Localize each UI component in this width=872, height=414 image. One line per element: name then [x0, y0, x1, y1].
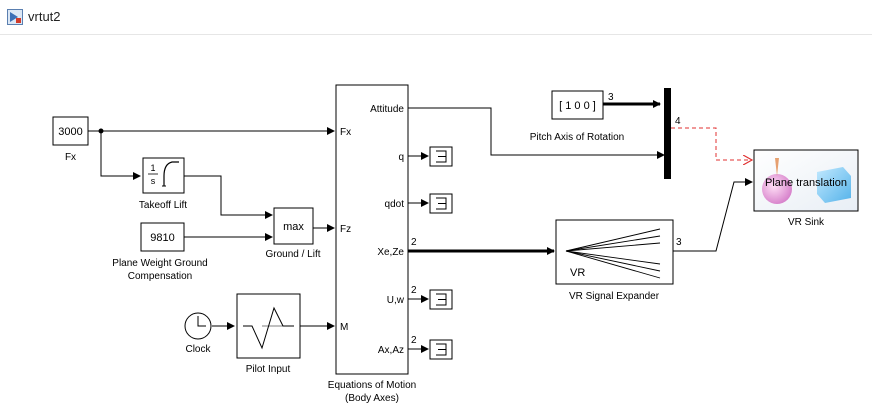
takeoff-lift-label: Takeoff Lift: [139, 200, 187, 211]
fx-constant-block[interactable]: 3000 Fx: [52, 116, 89, 163]
pitch-axis-block[interactable]: [ 1 0 0 ] Pitch Axis of Rotation: [530, 90, 625, 143]
weight-constant-value: 9810: [150, 232, 174, 244]
weight-label-line2: Compensation: [128, 271, 192, 282]
terminator-qdot[interactable]: [429, 193, 453, 214]
cube-icon: [817, 167, 851, 203]
takeoff-lift-block[interactable]: 1 s Takeoff Lift: [139, 157, 187, 211]
vr-signal-expander-block[interactable]: VR VR Signal Expander: [555, 219, 674, 302]
plane-blob-icon: [762, 174, 792, 204]
port-out-q: q: [398, 152, 404, 163]
equations-of-motion-block[interactable]: Fx Fz M Attitude q qdot Xe,Ze U,w Ax,Az …: [328, 84, 416, 404]
port-in-m: M: [340, 322, 348, 333]
port-out-qdot: qdot: [385, 199, 405, 210]
width-expander-out: 3: [676, 237, 682, 248]
port-out-uw: U,w: [387, 295, 405, 306]
vr-signal-expander-label: VR Signal Expander: [569, 291, 660, 302]
vr-sink-label: VR Sink: [788, 217, 825, 228]
block-diagram[interactable]: 3000 Fx 1 s Takeoff Lift 9810 Plane Weig…: [0, 35, 872, 409]
eom-label-line1: Equations of Motion: [328, 380, 416, 391]
terminator-q[interactable]: [429, 146, 453, 167]
line-fx-to-takeoff: [100, 131, 141, 180]
title-bar: vrtut2: [0, 0, 872, 35]
vr-sink-inner-text: Plane translation: [765, 177, 847, 189]
clock-block[interactable]: Clock: [184, 312, 212, 355]
terminator-icon: [436, 343, 447, 356]
width-xeze: 2: [411, 237, 417, 248]
max-block[interactable]: max Ground / Lift: [265, 207, 321, 260]
mux-block[interactable]: [664, 88, 671, 179]
line-takeoff-to-max: [184, 175, 273, 219]
port-out-attitude: Attitude: [370, 104, 404, 115]
terminator-axaz[interactable]: [429, 339, 453, 360]
width-axaz: 2: [411, 335, 417, 346]
width-pitch: 3: [608, 92, 614, 103]
line-mux-to-sink: [671, 127, 752, 160]
terminator-icon: [436, 293, 447, 306]
width-uw: 2: [411, 285, 417, 296]
simulink-model-icon: [7, 9, 23, 25]
weight-label-line1: Plane Weight Ground: [112, 258, 207, 269]
vr-sink-block[interactable]: Plane translation VR Sink: [753, 149, 859, 228]
ground-lift-label: Ground / Lift: [265, 249, 320, 260]
port-in-fx: Fx: [340, 127, 351, 138]
max-block-value: max: [283, 221, 304, 233]
eom-label-line2: (Body Axes): [345, 393, 399, 404]
expander-fan-icon: [565, 228, 661, 279]
width-mux-out: 4: [675, 116, 681, 127]
port-in-fz: Fz: [340, 224, 351, 235]
port-out-xeze: Xe,Ze: [377, 247, 404, 258]
vr-icon-text: VR: [570, 267, 585, 279]
terminator-icon: [436, 197, 447, 210]
line-attitude-to-mux: [408, 107, 665, 159]
pitch-axis-value: [ 1 0 0 ]: [559, 100, 596, 112]
weight-constant-block[interactable]: 9810 Plane Weight Ground Compensation: [112, 222, 208, 282]
clock-label: Clock: [185, 344, 211, 355]
line-expander-to-sink: [673, 178, 753, 252]
fx-constant-value: 3000: [58, 126, 82, 138]
pilot-input-label: Pilot Input: [246, 364, 291, 375]
model-canvas[interactable]: 3000 Fx 1 s Takeoff Lift 9810 Plane Weig…: [0, 35, 872, 409]
terminator-uw[interactable]: [429, 289, 453, 310]
port-out-axaz: Ax,Az: [378, 345, 404, 356]
integrator-denominator: s: [151, 176, 156, 186]
pitch-axis-label: Pitch Axis of Rotation: [530, 132, 625, 143]
fx-constant-label: Fx: [65, 152, 76, 163]
window-title: vrtut2: [28, 9, 61, 24]
pilot-input-block[interactable]: Pilot Input: [236, 293, 301, 375]
integrator-numerator: 1: [150, 163, 155, 173]
terminator-icon: [436, 150, 447, 163]
integral-symbol-icon: [163, 161, 179, 186]
